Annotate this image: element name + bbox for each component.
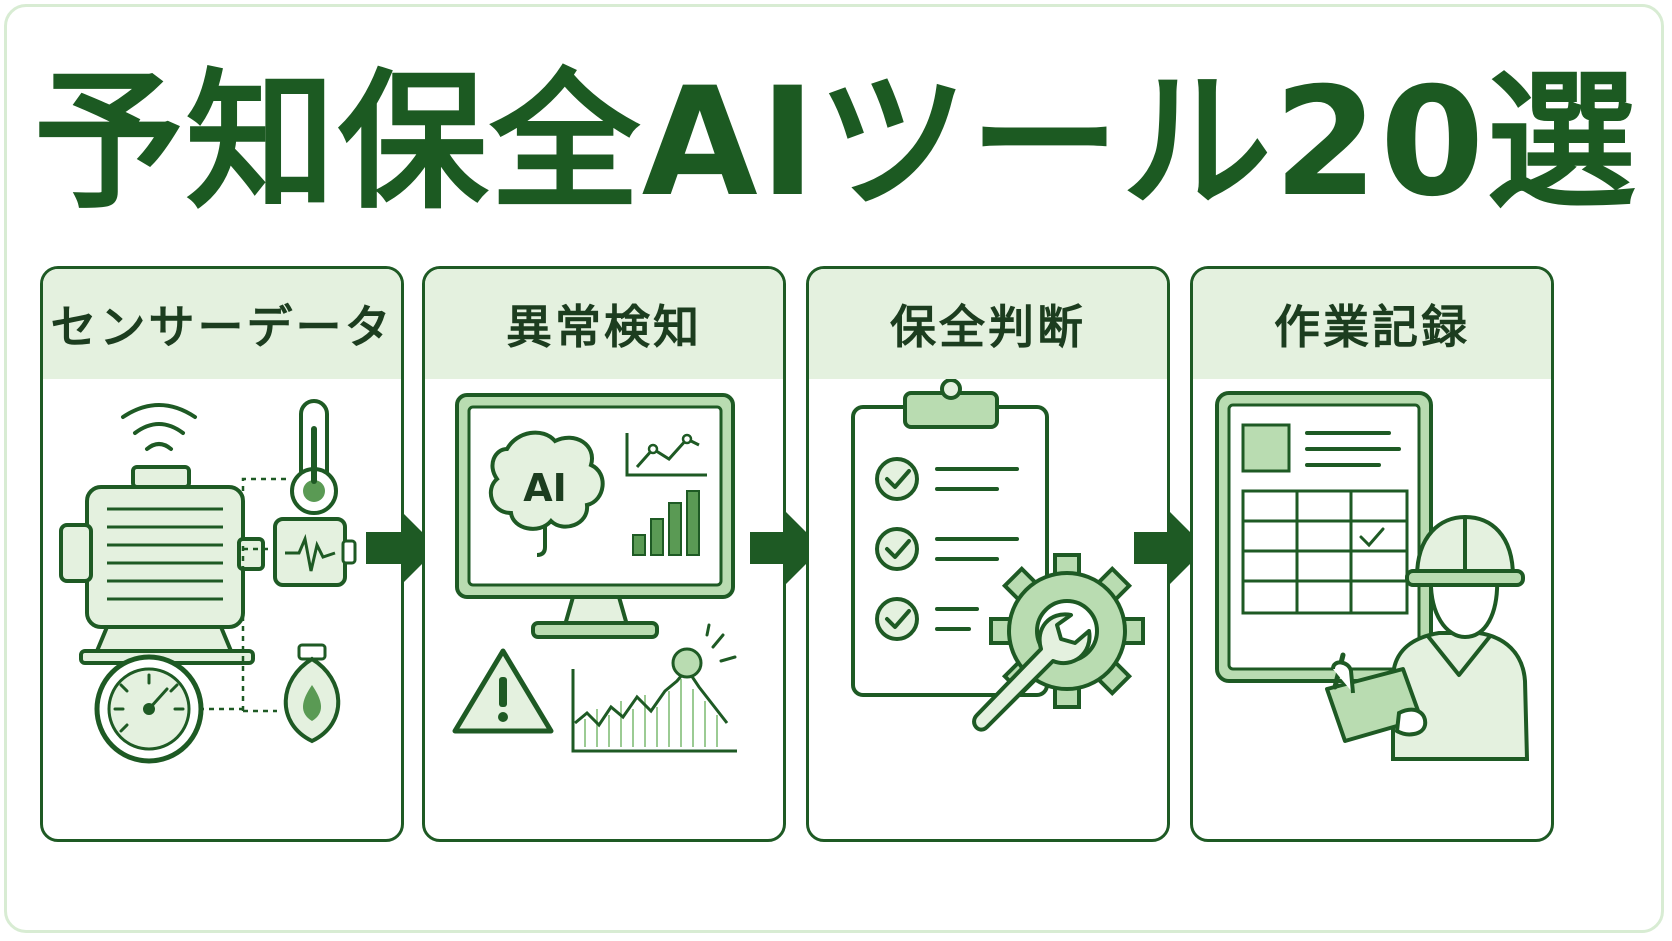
flow-arrow-icon [1134,512,1206,584]
step-panel-work-record: 作業記録 [1190,266,1554,842]
step-label: 保全判断 [890,300,1086,354]
step-header: 作業記録 [1193,269,1551,379]
step-label: 作業記録 [1274,300,1470,354]
flow-arrow-icon [366,512,438,584]
maintenance-decision-icon [851,379,1145,732]
flow-arrow-icon [750,512,822,584]
step-header: 保全判断 [809,269,1167,379]
step-header: センサーデータ [43,269,401,379]
step-panel-anomaly-detection: 異常検知 AI [422,266,786,842]
step-label: センサーデータ [50,300,394,354]
step-label: 異常検知 [506,300,702,354]
work-record-icon [1215,391,1530,761]
step-panel-maintenance-decision: 保全判断 [806,266,1170,842]
step-header: 異常検知 [425,269,783,379]
monitor-ai-badge: AI [523,466,567,510]
anomaly-detection-icon: AI [452,393,737,753]
page-title: 予知保全AIツール20選 [33,56,1639,230]
step-panel-sensor-data: センサーデータ [40,266,404,842]
sensor-data-icon [59,399,357,764]
